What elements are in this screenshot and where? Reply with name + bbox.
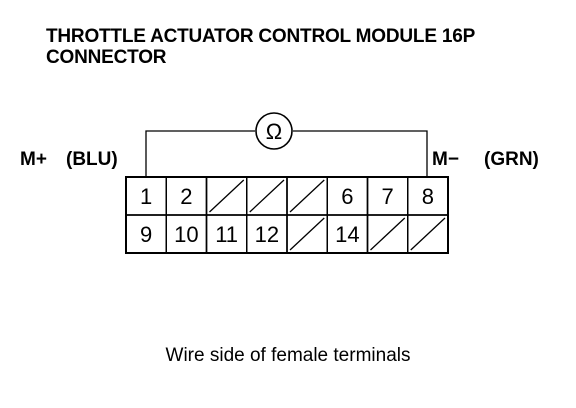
terminal-number: 1 [140,184,152,209]
unused-terminal-slash [410,217,446,251]
terminal-number: 11 [215,222,238,247]
terminal-number: 2 [180,184,192,209]
positive-probe-label: M+ (BLU) [20,149,118,170]
positive-sign: M+ [20,149,47,170]
test-leads [145,130,428,177]
diagram-caption: Wire side of female terminals [165,345,411,366]
negative-lead [293,130,428,177]
negative-sign: M− [432,149,459,170]
unused-terminal-slash [370,217,406,251]
terminal-number: 9 [140,222,152,247]
terminal-number: 10 [174,222,198,247]
negative-probe-label: M− (GRN) [432,149,539,170]
ohmmeter-icon: Ω [255,112,293,150]
terminal-number: 14 [335,222,359,247]
empty-terminal [407,214,449,254]
unused-terminal-slash [289,217,325,251]
positive-wire-color: (BLU) [66,149,118,170]
title-line-1: THROTTLE ACTUATOR CONTROL MODULE 16P [46,26,476,47]
ohm-symbol: Ω [266,119,282,144]
negative-wire-color: (GRN) [484,149,539,170]
terminal-number: 8 [422,184,434,209]
unused-terminal-slash [209,179,245,213]
terminal-number: 7 [382,184,394,209]
unused-terminal-slash [249,179,285,213]
terminal-cavity [407,214,449,254]
diagram-title: THROTTLE ACTUATOR CONTROL MODULE 16P CON… [46,26,475,68]
unused-terminal-slash [289,179,325,213]
title-line-2: CONNECTOR [46,47,167,68]
positive-lead [145,130,255,177]
terminal-number: 6 [341,184,353,209]
ohmmeter-circle [255,112,293,150]
terminal-number: 12 [255,222,279,247]
